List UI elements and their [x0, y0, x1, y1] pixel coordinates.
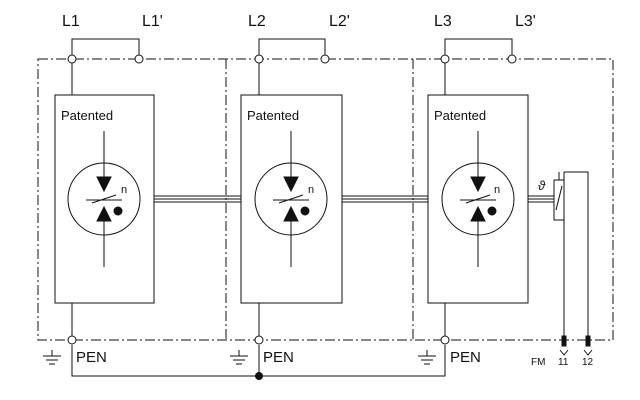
module-link-1-2	[154, 195, 241, 203]
terminal-bridge-2	[258, 38, 326, 55]
terminal-L3p-top	[507, 54, 517, 64]
enclosure-frame	[37, 58, 614, 341]
terminal-bridge-1	[71, 38, 140, 55]
terminal-L3-top	[440, 54, 450, 64]
thermal-symbol: ϑ	[538, 178, 546, 193]
terminal-label-L1p: L1'	[142, 13, 163, 30]
terminal-label-L3: L3	[434, 13, 452, 30]
pen-junction-dot	[255, 372, 263, 380]
module-link-3-thermal	[528, 195, 554, 203]
arrester-arrow-up-2	[283, 205, 299, 222]
contact-wire-12	[564, 171, 589, 338]
terminal-label-L2: L2	[248, 13, 266, 30]
fm-terminal-11	[561, 335, 567, 347]
fm-terminal-12	[585, 335, 591, 347]
arrester-bar-3	[465, 194, 491, 204]
ground-icon-3	[418, 350, 436, 365]
fm-label: FM	[531, 357, 546, 368]
arrester-arrow-up-3	[470, 205, 486, 222]
arrester-arrow-down-3	[470, 176, 486, 193]
symbol-n-3: n	[494, 184, 501, 196]
terminal-label-L3p: L3'	[515, 13, 536, 30]
terminal-pen-2	[254, 335, 264, 345]
arrester-dot-3	[487, 206, 497, 216]
terminal-pen-1	[67, 335, 77, 345]
pen-label-3: PEN	[450, 349, 481, 366]
module-label-1: Patented	[61, 108, 114, 123]
arrester-dot-1	[113, 206, 123, 216]
contact-switch	[555, 185, 563, 211]
pen-label-1: PEN	[76, 349, 107, 366]
arrester-arrow-down-2	[283, 176, 299, 193]
fm-terminal-label-12: 12	[582, 357, 594, 368]
fm-terminal-label-11: 11	[558, 357, 569, 368]
arrester-arrow-up-1	[96, 205, 112, 222]
arrester-bar-2	[278, 194, 304, 204]
module-label-2: Patented	[247, 108, 300, 123]
terminal-bridge-3	[444, 38, 513, 55]
arrester-arrow-down-1	[96, 176, 112, 193]
arrester-bar-1	[91, 194, 117, 204]
terminal-L1p-top	[134, 54, 144, 64]
module-label-3: Patented	[434, 108, 487, 123]
symbol-n-1: n	[121, 184, 128, 196]
terminal-label-L1: L1	[62, 13, 80, 30]
pen-label-2: PEN	[263, 349, 294, 366]
arrester-dot-2	[300, 206, 310, 216]
terminal-L1-top	[67, 54, 77, 64]
terminal-L2p-top	[320, 54, 330, 64]
terminal-label-L2p: L2'	[329, 13, 350, 30]
module-link-2-3	[342, 195, 428, 203]
ground-icon-1	[43, 350, 61, 365]
terminal-pen-3	[440, 335, 450, 345]
terminal-L2-top	[254, 54, 264, 64]
ground-icon-2	[230, 350, 248, 365]
symbol-n-2: n	[308, 184, 315, 196]
